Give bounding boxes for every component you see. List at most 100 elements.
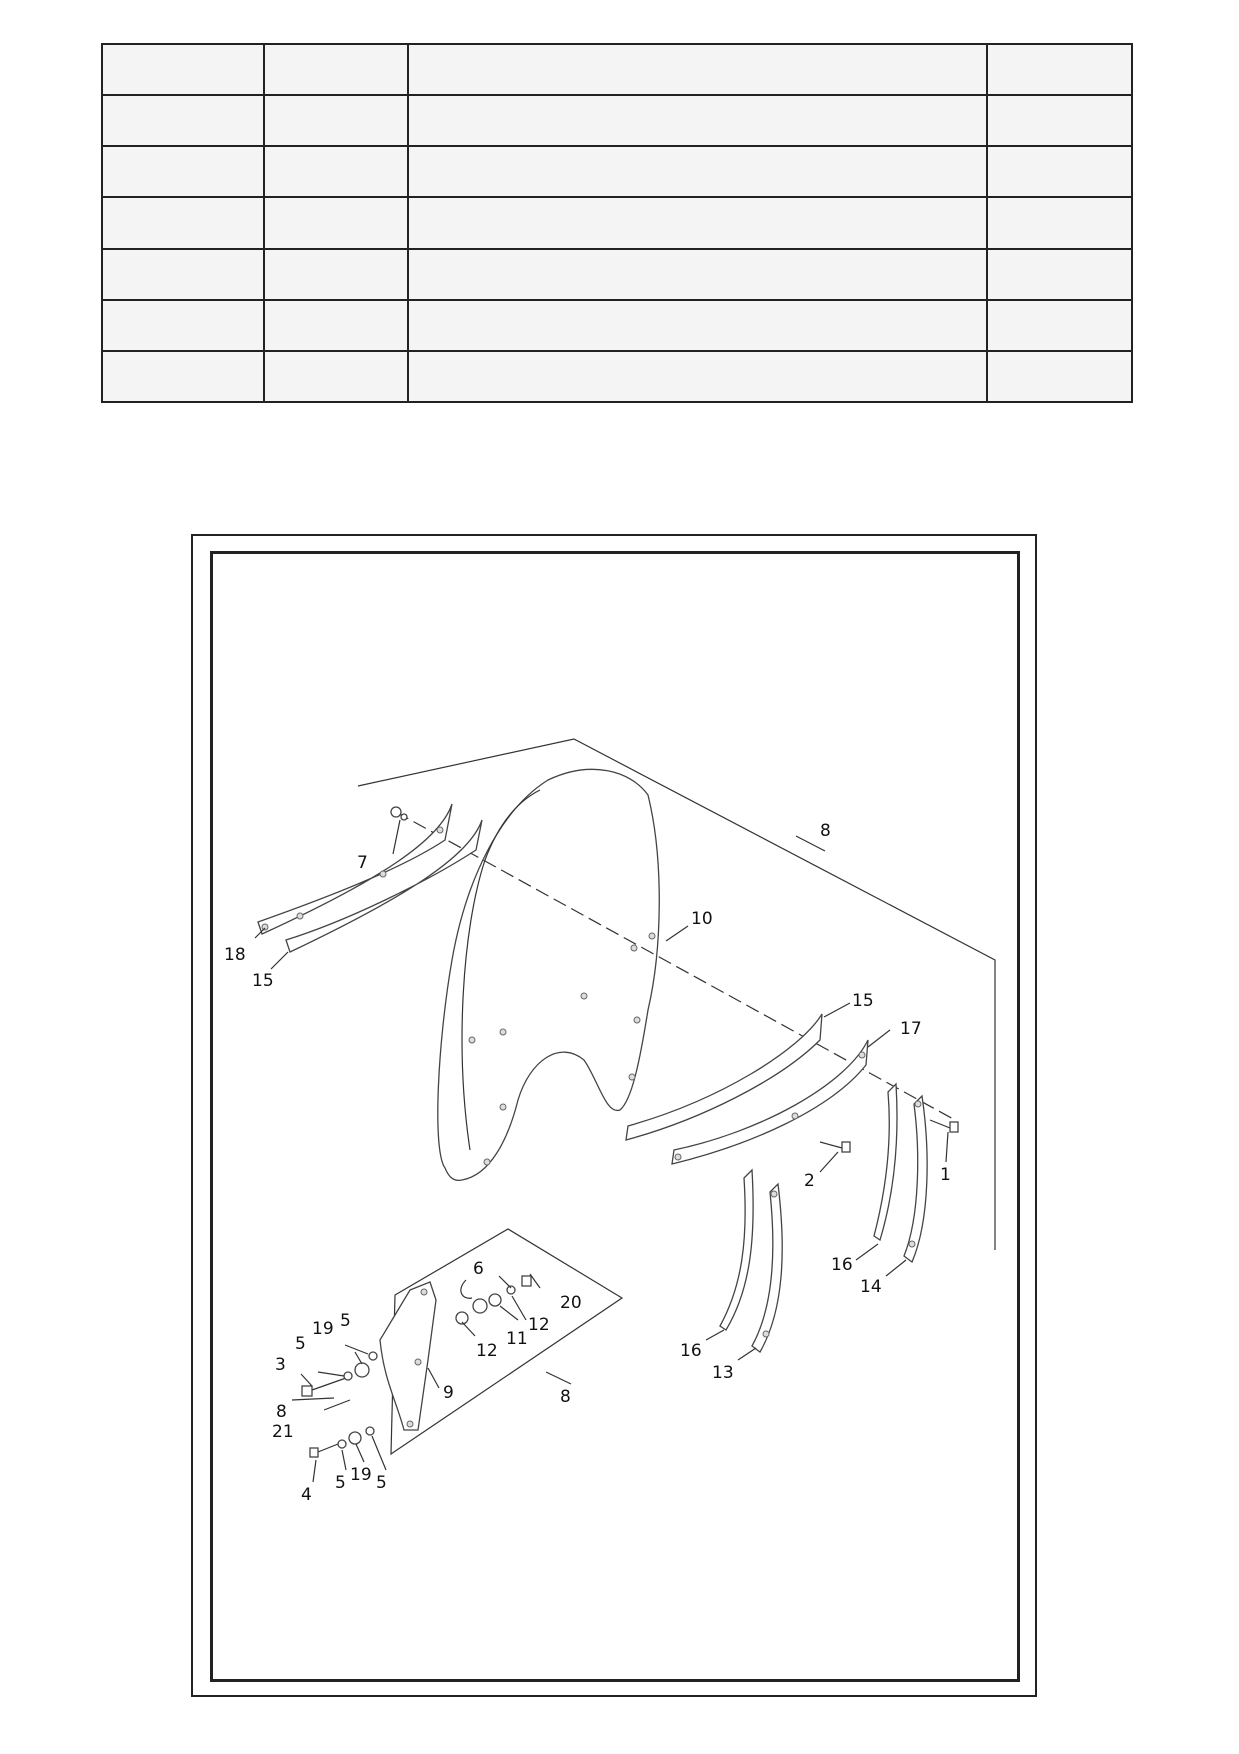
- callout-1: 1: [940, 1165, 951, 1185]
- windshield-holes: [468, 932, 656, 1166]
- callout-12-lower: 12: [476, 1341, 498, 1361]
- parts-table: [101, 42, 1133, 404]
- strip-holes: [261, 826, 866, 1161]
- callout-4: 4: [301, 1485, 312, 1505]
- table-row: [101, 247, 1133, 301]
- table-cell: [986, 196, 1133, 250]
- side-bracket-14: [903, 1094, 928, 1264]
- callout-9: 9: [443, 1383, 454, 1403]
- table-cell: [263, 349, 409, 404]
- nut-20: [521, 1275, 532, 1287]
- windshield-part: [437, 768, 660, 1181]
- diagram-frame-inner: [210, 551, 1020, 1682]
- table-cell: [101, 349, 265, 404]
- callout-21: 21: [272, 1422, 294, 1442]
- washer-12-upper: [506, 1285, 516, 1295]
- callout-11: 11: [506, 1329, 528, 1349]
- washer-12-lower: [455, 1311, 469, 1325]
- table-cell: [407, 196, 988, 250]
- bolt-3: [301, 1377, 347, 1397]
- side-bracket-16-right: [873, 1082, 898, 1242]
- bushing-11: [472, 1293, 502, 1314]
- washers-lower: [337, 1426, 375, 1449]
- callout-leaders: [254, 819, 949, 1483]
- callout-labels: 8 7 10 18 15 15 17 1 2 16 14 16 13 6 20 …: [224, 821, 951, 1505]
- table-cell: [407, 94, 988, 148]
- callout-15-left: 15: [252, 971, 274, 991]
- table-cell: [101, 94, 265, 148]
- callout-6: 6: [473, 1259, 484, 1279]
- parts-table-body: [101, 42, 1133, 404]
- table-cell: [263, 196, 409, 250]
- table-cell: [263, 145, 409, 199]
- callout-18: 18: [224, 945, 246, 965]
- plate-hole-bottom: [406, 1420, 414, 1428]
- windshield-edge-line: [461, 789, 541, 1151]
- table-row: [101, 42, 1133, 97]
- callout-2: 2: [804, 1171, 815, 1191]
- table-cell: [101, 42, 265, 97]
- table-row: [101, 196, 1133, 250]
- bracket-14-hole-top: [914, 1100, 922, 1108]
- kit-outline-upper: [357, 738, 996, 1250]
- screw-21: [323, 1399, 351, 1411]
- table-row: [101, 298, 1133, 352]
- table-cell: [986, 94, 1133, 148]
- table-cell: [407, 42, 988, 97]
- diagram-frame-outer: [191, 534, 1037, 1697]
- callout-5-upper-left: 5: [295, 1334, 306, 1354]
- trim-strip-17-right: [671, 1039, 869, 1165]
- table-row: [101, 349, 1133, 404]
- plate-hole-top: [420, 1288, 428, 1296]
- table-cell: [101, 298, 265, 352]
- table-cell: [986, 298, 1133, 352]
- table-cell: [101, 196, 265, 250]
- bracket-13-hole-top: [770, 1190, 778, 1198]
- callout-19-upper: 19: [312, 1319, 334, 1339]
- callout-5-lower-left: 5: [335, 1473, 346, 1493]
- callout-7: 7: [357, 853, 368, 873]
- table-cell: [986, 42, 1133, 97]
- table-cell: [263, 94, 409, 148]
- table-cell: [101, 145, 265, 199]
- bolt-2: [819, 1141, 851, 1153]
- callout-5-lower-right: 5: [376, 1473, 387, 1493]
- trim-strip-15-left: [285, 819, 483, 953]
- callout-19-lower: 19: [350, 1465, 372, 1485]
- callout-16-center: 16: [680, 1341, 702, 1361]
- table-cell: [263, 42, 409, 97]
- bolt-7: [390, 806, 408, 821]
- side-bracket-16-center: [719, 1168, 754, 1331]
- plate-hole-mid: [414, 1358, 422, 1366]
- table-row: [101, 145, 1133, 199]
- clip-6: [460, 1279, 473, 1299]
- table-cell: [101, 247, 265, 301]
- table-cell: [407, 247, 988, 301]
- side-bracket-13: [751, 1182, 783, 1353]
- table-cell: [263, 247, 409, 301]
- bracket-14-hole-bottom: [908, 1240, 916, 1248]
- callout-8-upper: 8: [820, 821, 831, 841]
- table-cell: [986, 247, 1133, 301]
- callout-16-right: 16: [831, 1255, 853, 1275]
- callout-15-right: 15: [852, 991, 874, 1011]
- callout-13: 13: [712, 1363, 734, 1383]
- callout-8-lower: 8: [560, 1387, 571, 1407]
- mounting-plate-9: [379, 1281, 437, 1431]
- callout-12-upper: 12: [528, 1315, 550, 1335]
- bracket-13-hole-bottom: [762, 1330, 770, 1338]
- callout-20: 20: [560, 1293, 582, 1313]
- table-cell: [263, 298, 409, 352]
- trim-strip-15-right: [625, 1013, 823, 1141]
- washers-upper: [343, 1351, 378, 1381]
- kit-outline-lower: [390, 1228, 624, 1456]
- table-cell: [407, 145, 988, 199]
- callout-8-left: 8: [276, 1402, 287, 1422]
- table-row: [101, 94, 1133, 148]
- bolt-1: [929, 1119, 959, 1133]
- table-cell: [407, 298, 988, 352]
- callout-17: 17: [900, 1019, 922, 1039]
- trim-strip-18-left: [257, 803, 453, 935]
- callout-5-upper-right: 5: [340, 1311, 351, 1331]
